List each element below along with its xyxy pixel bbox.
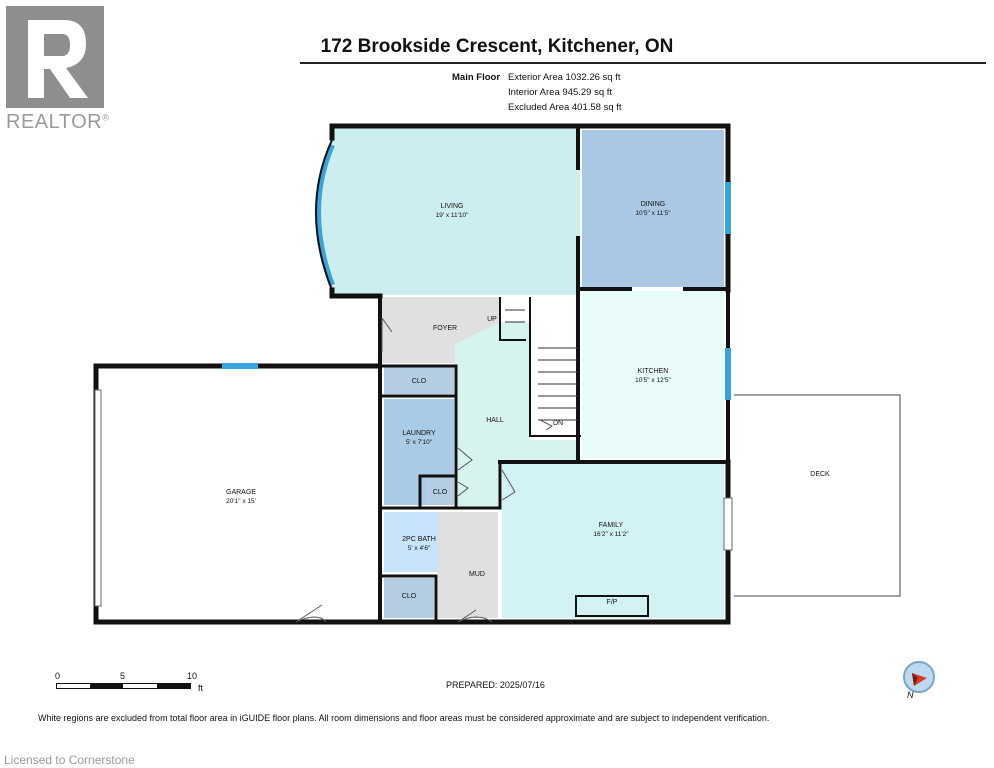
excluded-area: Excluded Area 401.58 sq ft [508, 102, 622, 113]
clo-3-fill [384, 578, 434, 618]
garage-side-door [94, 389, 102, 607]
compass-north-label: N [907, 690, 914, 700]
deck-outline [734, 394, 901, 597]
room-mud: MUD [469, 571, 485, 578]
clo-1-label: CLO [411, 378, 427, 385]
clo-2-label: CLO [432, 489, 448, 496]
fireplace [575, 595, 649, 617]
prepared-date: PREPARED: 2025/07/16 [446, 680, 545, 690]
bay-window [315, 143, 335, 287]
hall-fill [455, 322, 580, 508]
interior-area: Interior Area 945.29 sq ft [508, 87, 613, 98]
kitchen-window [725, 348, 731, 400]
family-fill [502, 464, 724, 618]
exterior-area: Exterior Area 1032.26 sq ft [508, 72, 621, 83]
deck-label: DECK [810, 471, 830, 478]
dining-window [725, 182, 731, 234]
floor-label: Main Floor [452, 72, 501, 83]
scale-10: 10 [187, 671, 198, 681]
realtor-logo [6, 6, 104, 108]
scale-5: 5 [120, 671, 126, 681]
dining-room-fill [582, 130, 724, 287]
clo-3-label: CLO [401, 593, 417, 600]
license-note: Licensed to Cornerstone [4, 753, 135, 767]
scale-0: 0 [55, 671, 61, 681]
disclaimer: White regions are excluded from total fl… [38, 713, 770, 723]
page-title: 172 Brookside Crescent, Kitchener, ON [320, 36, 674, 57]
family-door [723, 497, 733, 551]
clo-1-fill [384, 367, 454, 394]
garage-window [222, 363, 258, 369]
up-label: UP [487, 316, 497, 323]
scale-bar [56, 683, 191, 689]
fp-label: F/P [606, 599, 618, 606]
dn-label: DN [552, 420, 564, 427]
scale-unit: ft [198, 683, 204, 693]
room-hall: HALL [486, 417, 504, 424]
kitchen-fill [582, 291, 724, 458]
clo-2-fill [426, 478, 454, 505]
realtor-wordmark: REALTOR® [6, 111, 110, 133]
living-room-fill [332, 128, 580, 295]
mud-fill [438, 512, 498, 618]
stair-fill [530, 298, 580, 416]
room-foyer: FOYER [432, 325, 458, 332]
compass: N [902, 660, 938, 705]
title-rule [300, 62, 986, 64]
